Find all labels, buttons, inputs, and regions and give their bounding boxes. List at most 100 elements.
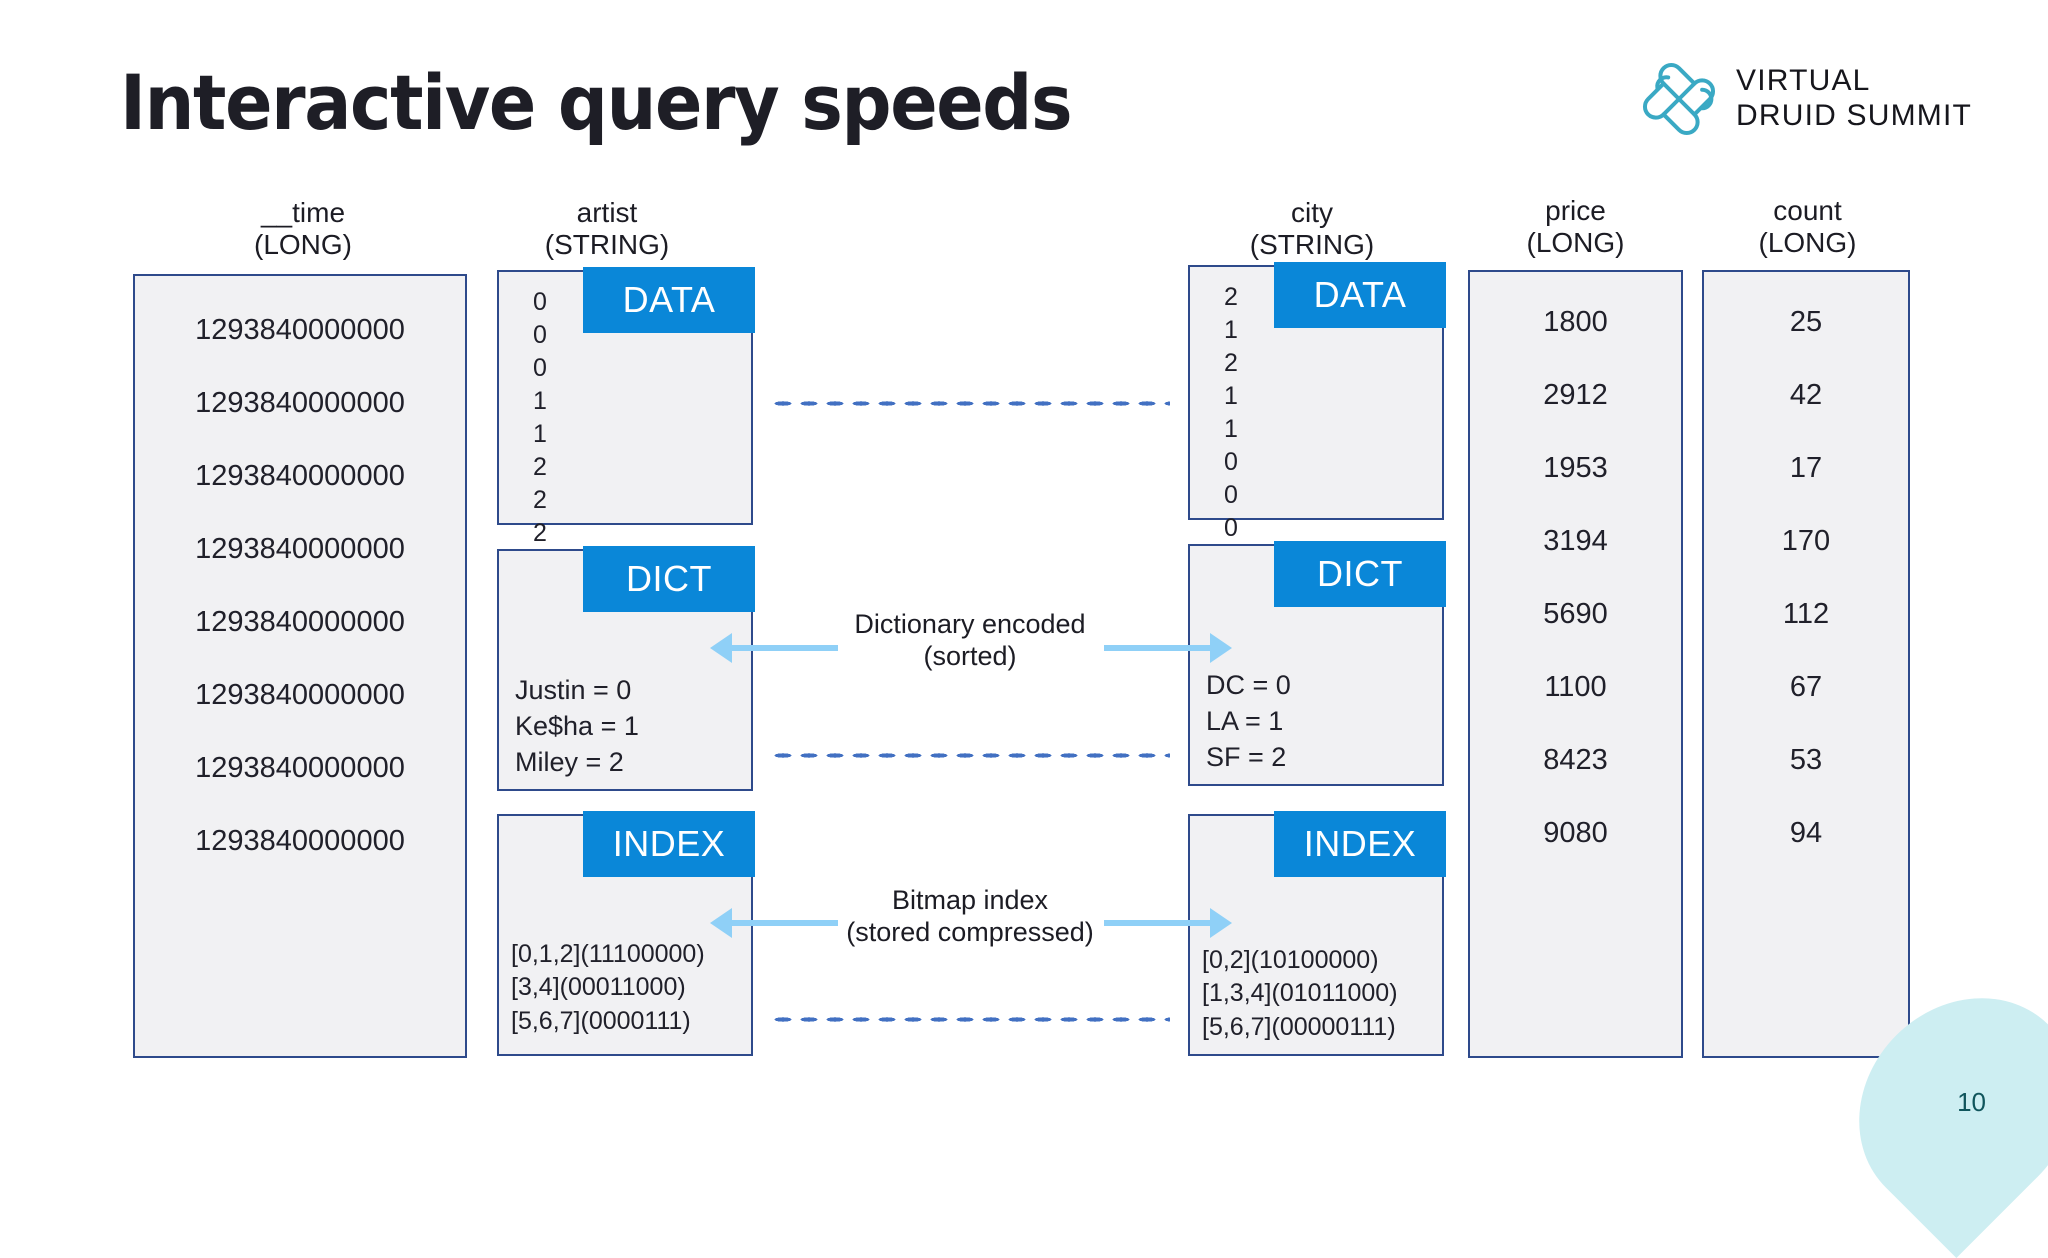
city-data-value: 1 [1224, 415, 1238, 443]
connector-dots-dict [770, 752, 1170, 759]
time-cell: 1293840000000 [195, 533, 405, 565]
city-data-value: 2 [1224, 283, 1238, 311]
price-cell: 2912 [1543, 379, 1608, 411]
count-cell: 112 [1782, 598, 1830, 630]
artist-data-value: 2 [533, 519, 547, 547]
city-index-entries: [0,2](10100000) [1,3,4](01011000) [5,6,7… [1202, 944, 1398, 1044]
artist-data-values: 0 0 0 1 1 2 2 2 [533, 286, 547, 550]
city-dict-tag: DICT [1274, 541, 1446, 607]
city-data-values: 2 1 2 1 1 0 0 0 [1224, 281, 1238, 545]
city-data-value: 0 [1224, 481, 1238, 509]
column-name: price [1545, 195, 1606, 226]
bitmap-annotation-line-2: (stored compressed) [846, 917, 1094, 948]
time-cell: 1293840000000 [195, 752, 405, 784]
count-cell: 42 [1789, 379, 1823, 411]
dictionary-arrow-right [1104, 633, 1232, 663]
artist-data-value: 0 [533, 354, 547, 382]
artist-dict-tag: DICT [583, 546, 755, 612]
price-cell: 5690 [1543, 598, 1608, 630]
time-cell: 1293840000000 [195, 606, 405, 638]
column-type: (LONG) [1758, 227, 1857, 259]
city-data-value: 0 [1224, 514, 1238, 542]
column-header-city: city (STRING) [1182, 197, 1442, 262]
artist-data-box: DATA 0 0 0 1 1 2 2 2 [497, 267, 755, 547]
artist-data-value: 0 [533, 321, 547, 349]
price-cell: 3194 [1543, 525, 1608, 557]
time-cell: 1293840000000 [195, 679, 405, 711]
column-header-artist: artist (STRING) [477, 197, 737, 262]
city-dict-entry: LA = 1 [1206, 705, 1284, 736]
artist-dict-entry: Miley = 2 [515, 746, 624, 777]
count-cell: 17 [1789, 452, 1823, 484]
artist-data-value: 2 [533, 453, 547, 481]
artist-index-entry: [3,4](00011000) [511, 973, 686, 1002]
page-number: 10 [1957, 1087, 1986, 1117]
city-data-value: 0 [1224, 448, 1238, 476]
dictionary-annotation-line-2: (sorted) [923, 641, 1017, 672]
count-cell: 67 [1789, 671, 1823, 703]
bitmap-arrow-right [1104, 908, 1232, 938]
city-index-entry: [5,6,7](00000111) [1202, 1012, 1396, 1041]
price-cell: 9080 [1543, 817, 1608, 849]
bitmap-arrow-left [710, 908, 838, 938]
city-dict-entries: DC = 0 LA = 1 SF = 2 [1206, 668, 1291, 776]
count-cell: 170 [1781, 525, 1831, 557]
city-index-entry: [0,2](10100000) [1202, 946, 1379, 974]
city-data-box: DATA 2 1 2 1 1 0 0 0 [1188, 262, 1446, 542]
artist-index-entries: [0,1,2](11100000) [3,4](00011000) [5,6,7… [511, 938, 705, 1038]
column-type: (LONG) [1526, 227, 1625, 259]
time-column-box: 1293840000000 1293840000000 129384000000… [133, 274, 467, 1058]
price-column-box: 1800 2912 1953 3194 5690 1100 8423 9080 [1468, 270, 1683, 1058]
artist-data-value: 0 [533, 288, 547, 316]
time-cell: 1293840000000 [195, 825, 405, 857]
column-header-price: price (LONG) [1468, 195, 1683, 260]
city-data-value: 1 [1224, 316, 1238, 344]
column-type: (LONG) [254, 229, 352, 261]
column-name: artist [576, 197, 638, 228]
connector-dots-index [770, 1016, 1170, 1023]
artist-data-value: 1 [533, 387, 547, 415]
artist-data-tag: DATA [583, 267, 755, 333]
city-index-tag: INDEX [1274, 811, 1446, 877]
bitmap-annotation-line-1: Bitmap index [891, 885, 1049, 915]
column-header-time: __time (LONG) [133, 197, 473, 262]
artist-index-tag: INDEX [583, 811, 755, 877]
time-cell: 1293840000000 [195, 314, 405, 346]
virtual-druid-summit-logo: VIRTUAL DRUID SUMMIT [1640, 62, 1972, 136]
interlocking-knot-icon [1642, 62, 1716, 136]
column-name: city [1291, 197, 1333, 228]
time-cell: 1293840000000 [195, 460, 405, 492]
artist-dict-entry: Justin = 0 [515, 675, 632, 705]
city-index-entry: [1,3,4](01011000) [1202, 979, 1398, 1008]
column-type: (STRING) [544, 229, 670, 261]
count-cell: 25 [1789, 306, 1823, 338]
dictionary-annotation-line-1: Dictionary encoded [854, 609, 1086, 639]
column-header-count: count (LONG) [1700, 195, 1915, 260]
city-dict-entry: DC = 0 [1206, 670, 1291, 700]
price-cell: 1100 [1544, 671, 1607, 703]
logo-line-1: VIRTUAL [1736, 64, 1871, 98]
artist-data-value: 2 [533, 486, 547, 514]
page-title: Interactive query speeds [120, 58, 1073, 147]
city-data-value: 1 [1224, 382, 1238, 410]
city-dict-entry: SF = 2 [1206, 741, 1287, 772]
bitmap-annotation: Bitmap index (stored compressed) [760, 884, 1180, 949]
connector-dots-data [770, 400, 1170, 407]
count-column-box: 25 42 17 170 112 67 53 94 [1702, 270, 1910, 1058]
artist-index-entry: [0,1,2](11100000) [511, 940, 705, 968]
artist-dict-entry: Ke$ha = 1 [515, 710, 639, 741]
time-cell: 1293840000000 [195, 387, 405, 419]
city-dict-box: DICT DC = 0 LA = 1 SF = 2 [1188, 541, 1446, 786]
count-cell: 53 [1789, 744, 1823, 776]
count-cell: 94 [1789, 817, 1823, 849]
column-name: count [1773, 195, 1842, 226]
city-data-tag: DATA [1274, 262, 1446, 328]
artist-data-value: 1 [533, 420, 547, 448]
price-cell: 1953 [1543, 452, 1608, 484]
dictionary-arrow-left [710, 633, 838, 663]
city-data-value: 2 [1224, 349, 1238, 377]
dictionary-annotation: Dictionary encoded (sorted) [770, 608, 1170, 673]
column-type: (STRING) [1249, 229, 1375, 261]
artist-index-entry: [5,6,7](0000111) [511, 1006, 691, 1035]
artist-dict-entries: Justin = 0 Ke$ha = 1 Miley = 2 [515, 673, 639, 781]
